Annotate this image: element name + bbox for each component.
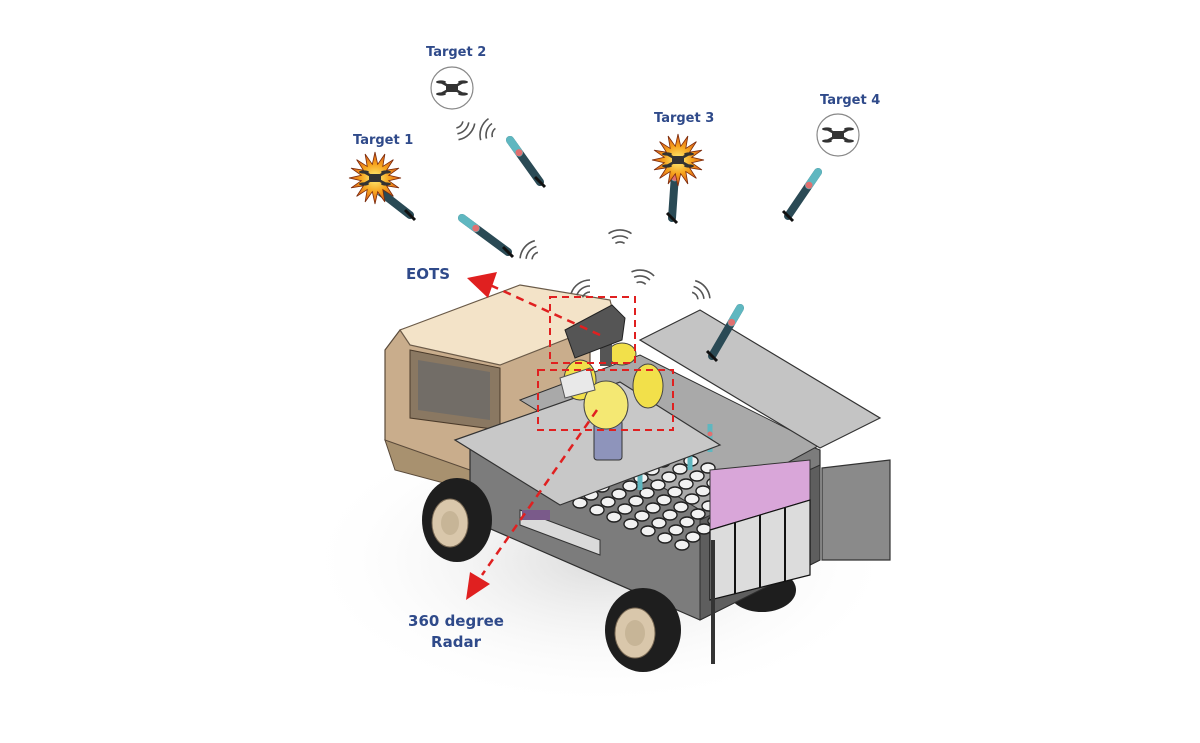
missile-canister [674, 539, 690, 551]
missile-canister [606, 511, 622, 523]
drone-icon [430, 66, 474, 110]
missile-canister [667, 486, 683, 498]
rear-canister-rack [709, 459, 811, 601]
callout-radar [466, 369, 674, 600]
signal-wave-icon [570, 279, 591, 298]
target-label-4: Target 4 [820, 93, 881, 108]
missile-canister [678, 478, 694, 490]
side-panel-right [638, 309, 882, 449]
signal-wave-icon [519, 239, 539, 260]
missile-canister [611, 488, 627, 500]
missile-canister [645, 502, 661, 514]
drone-icon [816, 113, 860, 157]
eots-label: EOTS [406, 265, 451, 283]
truck-cab [384, 284, 616, 491]
missile-canister [628, 495, 644, 507]
radar-panel-back [607, 342, 637, 366]
missile-canister [617, 503, 633, 515]
missile-canister [690, 508, 706, 520]
missile-canister [673, 501, 689, 513]
missile-canister [657, 532, 673, 544]
missile-canister [689, 470, 705, 482]
missile-canister [639, 487, 655, 499]
missile-canister [656, 494, 672, 506]
missile-canister [695, 485, 711, 497]
signal-wave-icon [456, 121, 476, 141]
missile-canister [650, 479, 666, 491]
rear-door [821, 459, 891, 561]
wheel-rear-near [605, 588, 681, 672]
interceptor-missile [458, 214, 515, 259]
radar-arrowhead [466, 572, 490, 600]
interceptor-missile [705, 304, 744, 363]
side-compartment [519, 509, 601, 556]
radar-label: 360 degree Radar [404, 611, 508, 653]
radar-label-line1: 360 degree [408, 612, 504, 630]
radar-panel-right [632, 363, 664, 409]
missile-canister [685, 531, 701, 543]
target-label-2: Target 2 [426, 45, 487, 60]
signal-wave-icon [691, 279, 711, 300]
eots-arrowhead [467, 272, 497, 298]
drone-explosion-icon [348, 151, 402, 205]
signal-wave-icon [479, 117, 496, 141]
signal-wave-icon [608, 229, 632, 245]
radar-panel-center [583, 380, 629, 430]
missile-canister [662, 509, 678, 521]
signal-waves [456, 117, 711, 300]
missile-canister [651, 517, 667, 529]
wheel-front [422, 478, 492, 562]
missile-canister [634, 510, 650, 522]
drone-explosion-icon [651, 133, 705, 187]
radar-arm [559, 367, 596, 399]
missile-canister [589, 504, 605, 516]
target-label-3: Target 3 [654, 111, 715, 126]
interceptor-missile [506, 136, 547, 189]
signal-wave-icon [631, 269, 655, 285]
truck [384, 284, 891, 672]
missile-canister [661, 471, 677, 483]
missile-canister [623, 518, 639, 530]
missile-canister [679, 516, 695, 528]
missile-canister [696, 523, 712, 535]
missile-canister [600, 496, 616, 508]
missile-canister [622, 480, 638, 492]
missile-canister [672, 463, 688, 475]
targets [348, 66, 860, 205]
missile-canister [684, 493, 700, 505]
callout-eots [467, 272, 636, 364]
radar-label-line2: Radar [431, 633, 481, 651]
missile-canister [640, 525, 656, 537]
side-panel-left [453, 381, 722, 506]
interceptor-missile [781, 168, 822, 223]
missile-canister [668, 524, 684, 536]
target-label-1: Target 1 [353, 133, 414, 148]
